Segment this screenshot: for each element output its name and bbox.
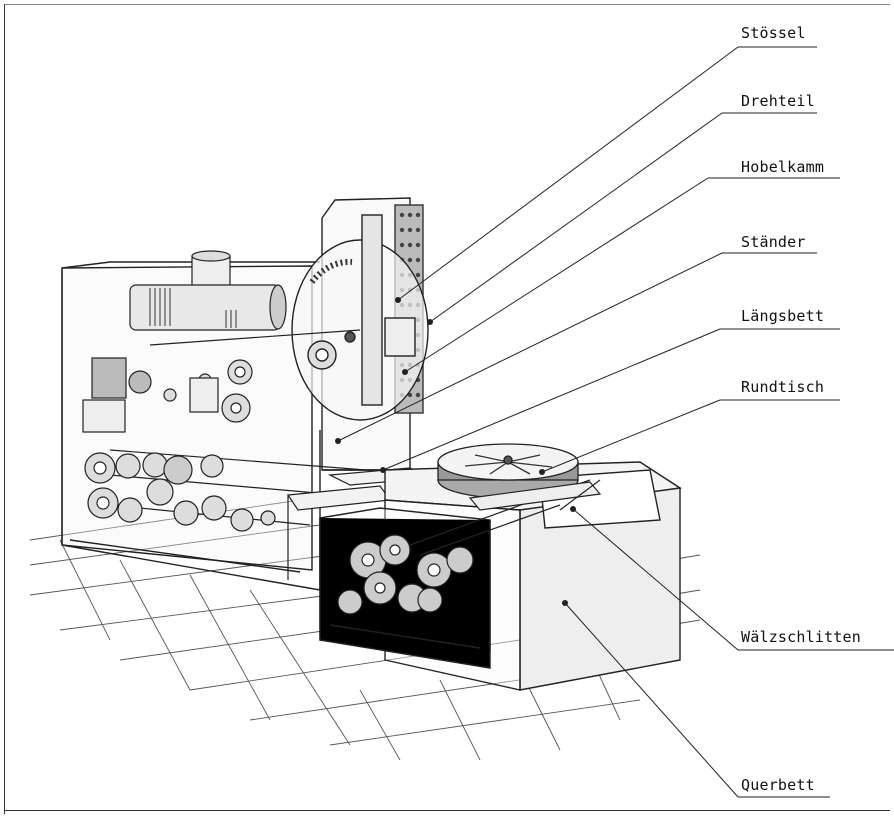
motor — [129, 250, 287, 331]
gear-train-front — [337, 479, 591, 615]
label-laengsbett: Längsbett — [741, 307, 825, 325]
label-stoessel: Stössel — [741, 24, 806, 42]
leader-dots — [335, 297, 576, 606]
label-staender: Ständer — [741, 233, 806, 251]
label-rundtisch: Rundtisch — [741, 378, 825, 396]
label-hobelkamm: Hobelkamm — [741, 158, 825, 176]
frame-left-border — [4, 4, 891, 814]
leader-lines — [337, 46, 894, 798]
waelzschlitten — [468, 479, 602, 511]
label-waelzschlitten: Wälzschlitten — [741, 628, 861, 646]
frame-bottom-border — [4, 810, 890, 811]
gear-train-left — [82, 329, 431, 532]
label-drehteil: Drehteil — [741, 92, 815, 110]
label-querbett: Querbett — [741, 776, 815, 794]
frame-top-border — [4, 4, 890, 5]
